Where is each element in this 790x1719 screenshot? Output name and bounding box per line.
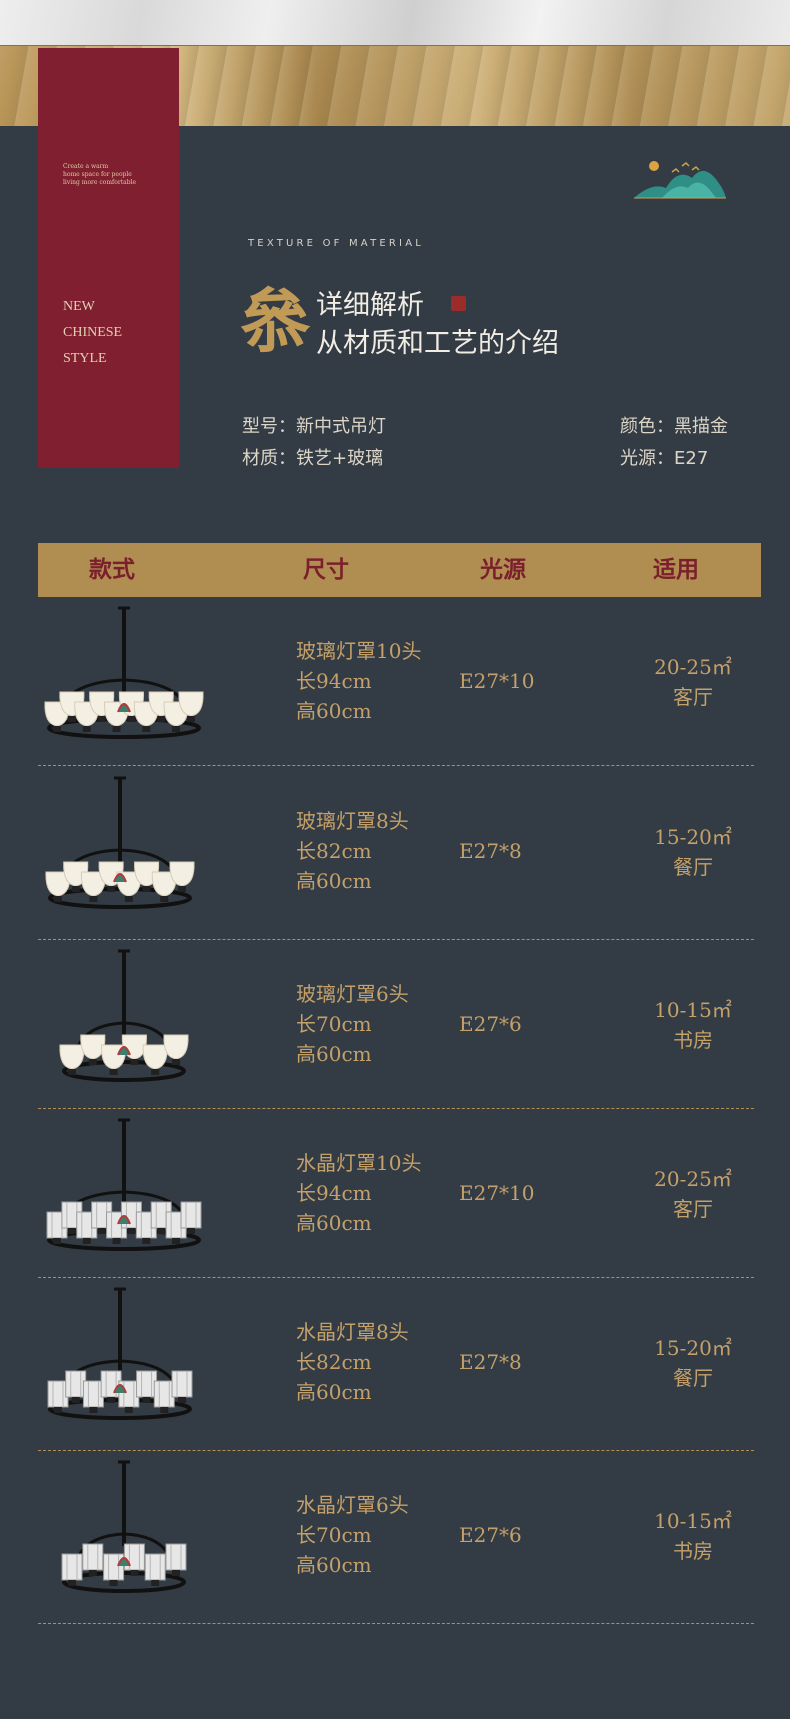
row-length: 长94cm xyxy=(296,669,372,693)
row-height: 高60cm xyxy=(296,1553,372,1577)
section-title: 详细解析 xyxy=(316,290,424,321)
row-area: 20-25㎡ xyxy=(654,655,732,679)
row-room: 客厅 xyxy=(673,1197,713,1221)
row-area: 15-20㎡ xyxy=(654,1336,732,1360)
header-size: 尺寸 xyxy=(303,556,349,583)
row-height: 高60cm xyxy=(296,699,372,723)
spec-color: 颜色：黑描金 xyxy=(620,416,728,437)
row-room: 书房 xyxy=(673,1028,713,1052)
row-length: 长94cm xyxy=(296,1181,372,1205)
row-area: 10-15㎡ xyxy=(654,1509,732,1533)
row-name: 水晶灯罩10头 xyxy=(296,1151,422,1175)
chandelier-image xyxy=(38,943,218,1097)
chandelier-image xyxy=(38,1112,218,1266)
row-room: 餐厅 xyxy=(673,1366,713,1390)
row-room: 餐厅 xyxy=(673,855,713,879)
row-light-source: E27*6 xyxy=(459,1012,522,1036)
chandelier-image xyxy=(38,770,218,924)
row-divider xyxy=(38,1108,754,1109)
row-divider xyxy=(38,765,754,766)
header-suitable: 适用 xyxy=(653,556,699,583)
row-size-info: 玻璃灯罩8头长82cm 高60cm xyxy=(296,806,409,896)
chandelier-image xyxy=(38,600,218,754)
spec-model: 型号：新中式吊灯 xyxy=(242,416,386,437)
row-height: 高60cm xyxy=(296,869,372,893)
row-size-info: 玻璃灯罩10头长94cm 高60cm xyxy=(296,636,421,726)
row-area: 20-25㎡ xyxy=(654,1167,732,1191)
row-length: 长82cm xyxy=(296,839,372,863)
decorative-character: 叅 xyxy=(240,280,310,363)
row-light-source: E27*8 xyxy=(459,1350,522,1374)
red-banner: Create a warm home space for people livi… xyxy=(38,48,179,468)
row-divider xyxy=(38,939,754,940)
row-area: 15-20㎡ xyxy=(654,825,732,849)
texture-label: TEXTURE OF MATERIAL xyxy=(248,238,425,249)
chandelier-image xyxy=(38,1281,218,1435)
row-height: 高60cm xyxy=(296,1042,372,1066)
row-light-source: E27*10 xyxy=(459,669,535,693)
row-room: 书房 xyxy=(673,1539,713,1563)
spec-material: 材质：铁艺+玻璃 xyxy=(242,448,384,469)
row-height: 高60cm xyxy=(296,1211,372,1235)
row-name: 玻璃灯罩10头 xyxy=(296,639,422,663)
banner-slogan: Create a warm home space for people livi… xyxy=(63,163,137,186)
row-name: 玻璃灯罩6头 xyxy=(296,982,409,1006)
row-light-source: E27*10 xyxy=(459,1181,535,1205)
row-name: 玻璃灯罩8头 xyxy=(296,809,409,833)
row-size-info: 玻璃灯罩6头长70cm 高60cm xyxy=(296,979,409,1069)
header-light-source: 光源 xyxy=(480,556,526,583)
row-size-info: 水晶灯罩6头长70cm 高60cm xyxy=(296,1490,409,1580)
row-length: 长82cm xyxy=(296,1350,372,1374)
row-length: 长70cm xyxy=(296,1012,372,1036)
section-subtitle: 从材质和工艺的介绍 xyxy=(316,328,559,359)
row-size-info: 水晶灯罩8头长82cm 高60cm xyxy=(296,1317,409,1407)
row-size-info: 水晶灯罩10头长94cm 高60cm xyxy=(296,1148,421,1238)
row-length: 长70cm xyxy=(296,1523,372,1547)
row-area: 10-15㎡ xyxy=(654,998,732,1022)
landscape-icon xyxy=(634,161,726,199)
row-divider xyxy=(38,1277,754,1278)
header-style: 款式 xyxy=(89,556,135,583)
row-room: 客厅 xyxy=(673,685,713,709)
row-light-source: E27*8 xyxy=(459,839,522,863)
banner-style-label: NEW CHINESE STYLE xyxy=(63,299,123,366)
row-name: 水晶灯罩6头 xyxy=(296,1493,409,1517)
spec-light-source: 光源：E27 xyxy=(620,448,709,469)
row-name: 水晶灯罩8头 xyxy=(296,1320,409,1344)
row-height: 高60cm xyxy=(296,1380,372,1404)
seal-icon xyxy=(451,296,466,311)
row-light-source: E27*6 xyxy=(459,1523,522,1547)
row-divider xyxy=(38,1623,754,1624)
row-divider xyxy=(38,1450,754,1451)
chandelier-image xyxy=(38,1454,218,1608)
marble-header xyxy=(0,0,790,46)
table-header: 款式 尺寸 光源 适用 xyxy=(38,543,761,597)
